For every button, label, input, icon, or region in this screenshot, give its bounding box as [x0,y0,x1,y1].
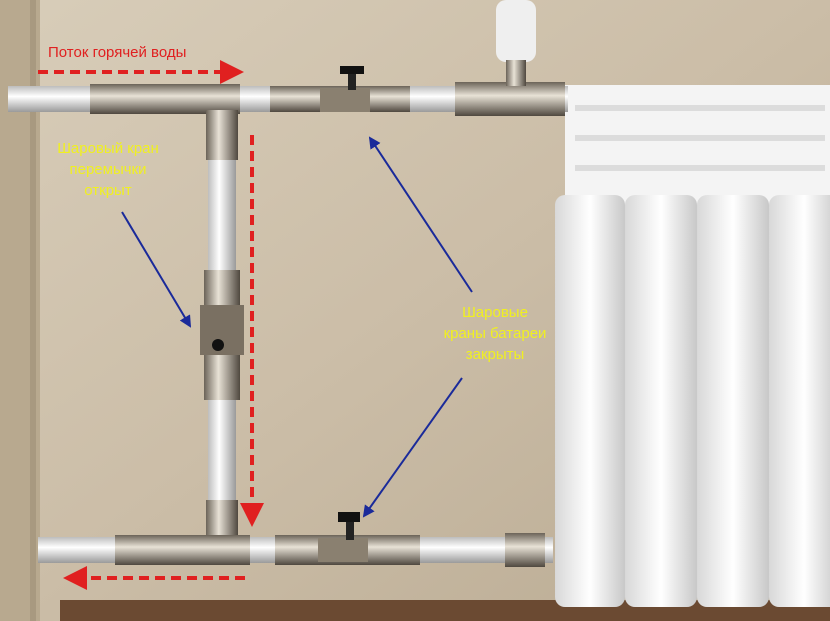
pointer-arrow-bottom-valve [362,377,463,518]
radiator [555,85,830,607]
hot-water-flow-label: Поток горячей воды [48,44,186,61]
label-line: открыт [84,182,132,199]
bottom-ball-valve [318,512,368,562]
thermostatic-head [496,0,536,86]
bypass-valve-label: Шаровый кран перемычки открыт [57,140,159,199]
bypass-ball-valve [200,305,244,355]
radiator-valves-label: Шаровые краны батареи закрыты [444,304,547,363]
return-pipe [38,533,553,567]
label-line: перемычки [70,161,147,178]
pointer-arrow-top-valve [368,136,473,293]
label-line: Шаровый кран [57,140,159,157]
label-line: закрыты [466,346,525,363]
label-line: Шаровые [462,304,528,321]
top-ball-valve [320,66,370,112]
label-line: краны батареи [444,325,547,342]
pointer-arrow-bypass [121,211,192,328]
supply-pipe [8,82,568,116]
corner-edge [30,0,36,621]
